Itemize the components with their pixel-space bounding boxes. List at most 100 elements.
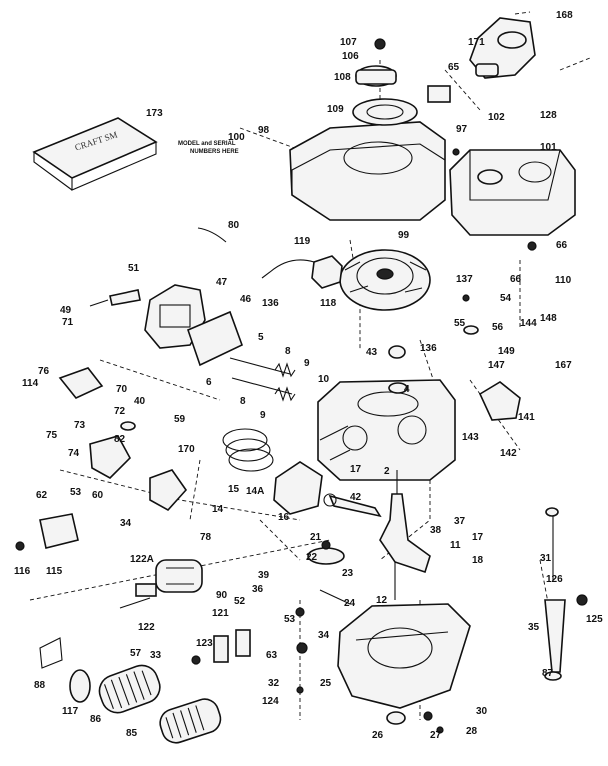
part-label-173: 173 [146,108,163,119]
part-label-78: 78 [200,532,212,543]
part-label-86: 86 [90,714,102,725]
part-label-109: 109 [327,104,344,115]
bracket-parts [39,367,521,549]
part-label-32: 32 [268,678,280,689]
part-label-100: 100 [228,132,245,143]
part-label-66: 66 [510,274,522,285]
fuel-tank-part [449,17,576,236]
part-label-8: 8 [240,396,246,407]
owners-manual-part [32,117,158,191]
part-label-125: 125 [586,614,603,625]
governor-part [307,540,345,565]
part-label-143: 143 [462,432,479,443]
part-label-107: 107 [340,37,357,48]
part-label-66: 66 [556,240,568,251]
crankshaft-part [379,470,431,600]
part-label-40: 40 [134,396,146,407]
part-label-87: 87 [542,668,554,679]
muffler-part [39,637,222,744]
part-label-18: 18 [472,555,484,566]
part-label-65: 65 [448,62,460,73]
part-label-168: 168 [556,10,573,21]
part-label-33: 33 [150,650,162,661]
part-label-39: 39 [258,570,270,581]
part-label-17: 17 [472,532,484,543]
part-label-106: 106 [342,51,359,62]
part-label-118: 118 [320,298,337,309]
part-label-6: 6 [206,377,212,388]
part-label-126: 126 [546,574,563,585]
part-label-38: 38 [430,525,442,536]
part-label-114: 114 [22,378,39,389]
part-label-10: 10 [318,374,330,385]
part-label-170: 170 [178,444,195,455]
part-label-171: 171 [468,37,485,48]
part-label-149: 149 [498,346,515,357]
part-label-72: 72 [114,406,126,417]
part-label-70: 70 [116,384,128,395]
part-label-31: 31 [540,553,552,564]
part-label-36: 36 [252,584,264,595]
part-label-16: 16 [278,512,290,523]
part-label-85: 85 [126,728,138,739]
part-label-27: 27 [430,730,442,741]
part-label-42: 42 [350,492,362,503]
connecting-rod-part [323,493,382,518]
valve-parts [229,357,296,402]
ignition-coil-part [261,255,343,289]
part-label-110: 110 [555,275,572,286]
part-label-62: 62 [36,490,48,501]
part-label-88: 88 [34,680,46,691]
part-label-63: 63 [266,650,278,661]
part-label-142: 142 [500,448,517,459]
part-label-17: 17 [350,464,362,475]
part-label-34: 34 [120,518,132,529]
part-label-22: 22 [306,552,318,563]
part-label-108: 108 [334,72,351,83]
part-label-11: 11 [450,540,461,551]
part-label-37: 37 [454,516,466,527]
starter-parts [352,38,451,126]
serial-note-line-2: NUMBERS HERE [190,149,239,155]
part-label-136: 136 [262,298,279,309]
part-label-46: 46 [240,294,252,305]
part-label-82: 82 [114,434,126,445]
part-label-12: 12 [376,595,388,606]
part-label-97: 97 [456,124,468,135]
part-label-52: 52 [234,596,246,607]
serial-note-line-1: MODEL and SERIAL [178,141,236,147]
part-label-71: 71 [62,317,74,328]
part-label-56: 56 [492,322,504,333]
part-label-34: 34 [318,630,330,641]
cylinder-block-part [317,379,456,481]
part-label-23: 23 [342,568,354,579]
part-label-5: 5 [258,332,264,343]
part-label-9: 9 [304,358,310,369]
part-label-53: 53 [70,487,82,498]
part-label-128: 128 [540,110,557,121]
part-label-14: 14 [212,504,224,515]
part-label-102: 102 [488,112,505,123]
part-label-30: 30 [476,706,488,717]
part-label-28: 28 [466,726,478,737]
part-label-80: 80 [228,220,240,231]
part-label-60: 60 [92,490,104,501]
part-label-116: 116 [14,566,31,577]
part-label-47: 47 [216,277,228,288]
part-label-49: 49 [60,305,72,316]
part-label-15: 15 [228,484,240,495]
blower-housing-part [289,121,446,221]
part-label-24: 24 [344,598,356,609]
part-label-75: 75 [46,430,58,441]
part-label-57: 57 [130,648,142,659]
part-label-9: 9 [260,410,266,421]
part-label-148: 148 [540,313,557,324]
part-label-124: 124 [262,696,279,707]
part-label-98: 98 [258,125,270,136]
air-cleaner-part [155,559,203,593]
part-label-2: 2 [384,466,390,477]
part-label-117: 117 [62,706,79,717]
